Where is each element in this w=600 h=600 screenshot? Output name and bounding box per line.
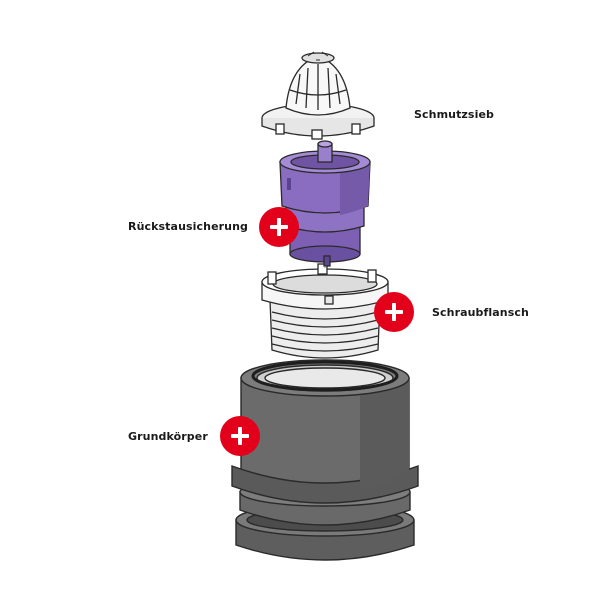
schmutzsieb-part xyxy=(261,51,375,140)
label-grundkoerper: Grundkörper xyxy=(128,430,208,443)
rueckstausicherung-plus-button[interactable] xyxy=(259,207,299,247)
rueckstausicherung-part xyxy=(279,140,371,267)
label-schraubflansch: Schraubflansch xyxy=(432,306,529,319)
label-schmutzsieb: Schmutzsieb xyxy=(414,108,494,121)
grundkoerper-plus-button[interactable] xyxy=(220,416,260,456)
schraubflansch-part xyxy=(261,263,389,359)
schraubflansch-plus-button[interactable] xyxy=(374,292,414,332)
label-rueckstausicherung: Rückstausicherung xyxy=(128,220,248,233)
grundkoerper-part xyxy=(231,359,419,561)
